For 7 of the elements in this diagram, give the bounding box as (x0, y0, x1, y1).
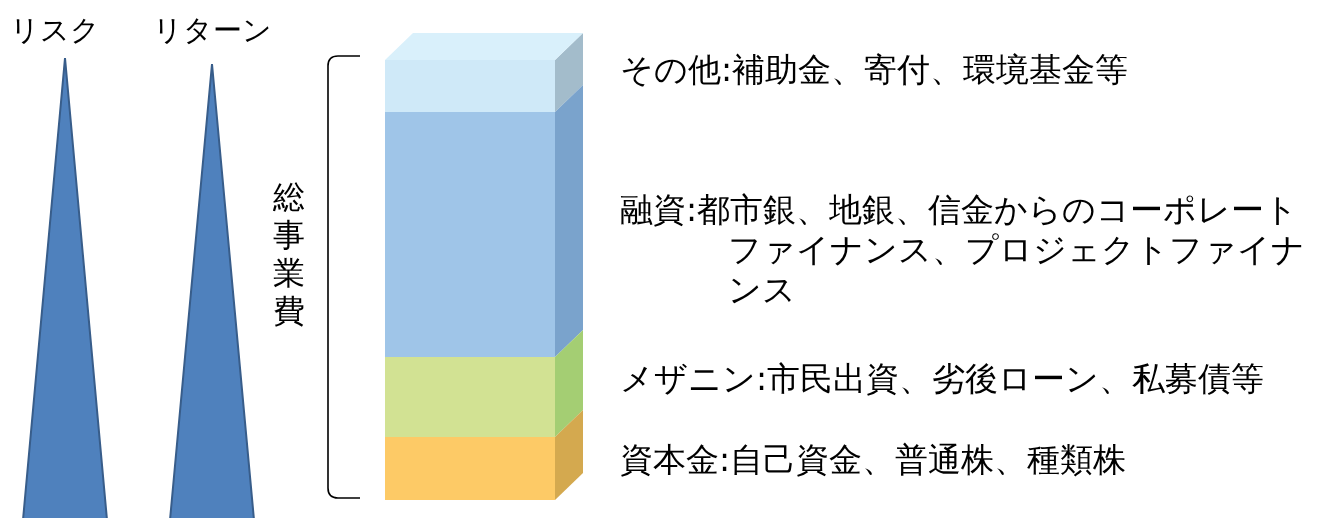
segment-label: 融資:都市銀、地銀、信金からのコーポレートファイナンス、プロジェクトファイナンス (620, 190, 1306, 310)
triangle-heading: リスク (10, 12, 100, 48)
vertical-label: 総事業費 (273, 178, 306, 330)
segment-label: メザニン:市民出資、劣後ローン、私募債等 (620, 359, 1265, 399)
segment-label: 資本金:自己資金、普通株、種類株 (620, 440, 1127, 480)
segment-label: その他:補助金、寄付、環境基金等 (620, 50, 1129, 90)
triangle-heading: リターン (152, 12, 272, 48)
